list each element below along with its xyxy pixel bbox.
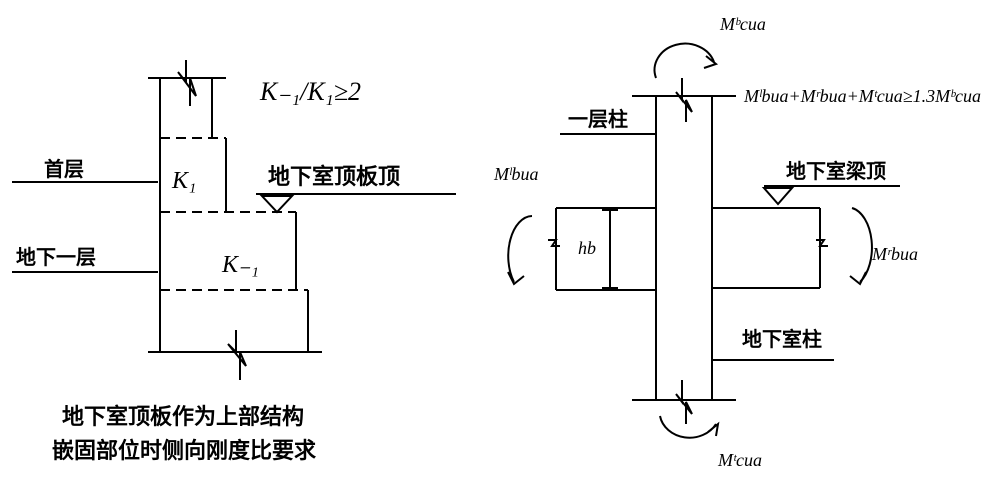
elevation-marker-icon (259, 195, 295, 214)
ratio-formula: K₋₁/K₁≥2 (259, 77, 361, 106)
first-floor-column-label: 一层柱 (568, 107, 628, 131)
column-break-bottom-icon (675, 380, 693, 424)
basement-beam-top-label: 地下室梁顶 (786, 159, 886, 183)
basement-label: 地下一层 (16, 245, 96, 269)
moment-top-arrowhead-icon (703, 55, 719, 69)
break-symbol-top-icon (177, 60, 197, 106)
k1-label: K₁ (171, 168, 196, 194)
equation-label: Mˡbua+Mʳbua+Mᵗcua≥1.3Mᵇcua (743, 86, 981, 106)
moment-top-arrow-icon (653, 42, 715, 79)
moment-right-label: Mʳbua (871, 244, 918, 264)
right-diagram (507, 42, 900, 439)
moment-left-arrowhead-icon (507, 271, 525, 286)
moment-right-arrowhead-icon (849, 271, 867, 286)
beam-top-elevation-icon (761, 187, 795, 206)
k-minus1-label: K₋₁ (221, 252, 259, 278)
caption-line1: 地下室顶板作为上部结构 (62, 404, 304, 430)
moment-bottom-arrowhead-icon (707, 421, 720, 437)
ground-floor-label: 首层 (44, 157, 84, 181)
break-symbol-bottom-icon (227, 330, 247, 380)
left-diagram (12, 60, 456, 380)
moment-left-label: Mˡbua (493, 164, 538, 184)
moment-bottom-arrow-icon (659, 415, 717, 439)
column-break-top-icon (675, 78, 693, 122)
basement-column-label: 地下室柱 (742, 327, 822, 351)
moment-right-arrow-icon (851, 207, 873, 283)
roof-slab-label: 地下室顶板顶 (268, 164, 400, 190)
left-beam-break-icon (548, 239, 560, 247)
moment-left-arrow-icon (507, 215, 533, 283)
beam-depth-label: hb (578, 238, 596, 258)
moment-top-label: Mᵇcua (719, 14, 766, 34)
right-beam-break-icon (816, 239, 828, 247)
caption-line2: 嵌固部位时侧向刚度比要求 (52, 438, 316, 464)
moment-bottom-label: Mᵗcua (717, 450, 762, 470)
